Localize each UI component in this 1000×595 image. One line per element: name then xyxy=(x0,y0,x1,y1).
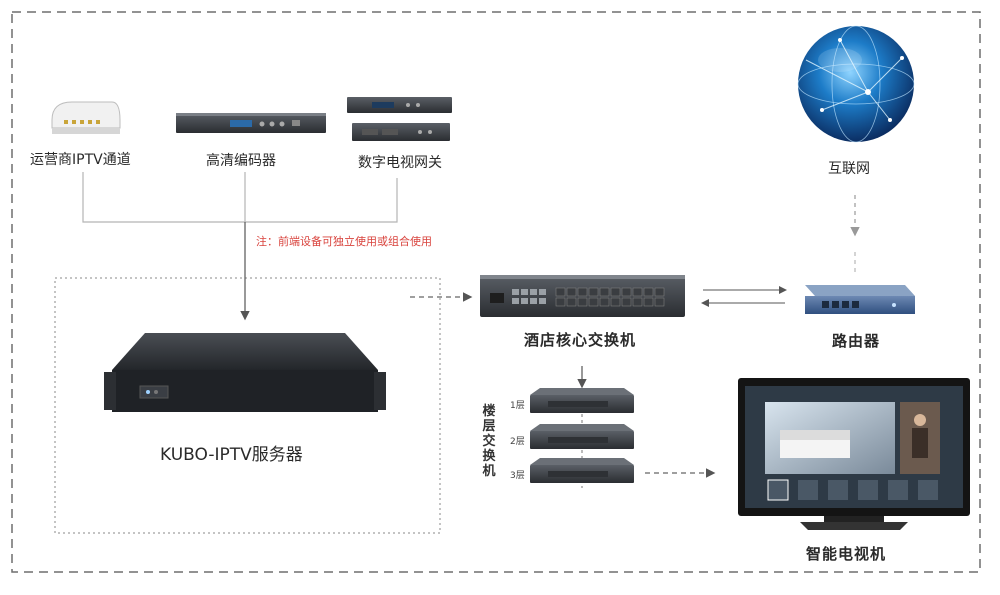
floor-label-3: 3层 xyxy=(510,471,525,481)
label-internet: 互联网 xyxy=(828,161,870,177)
label-digital-tv-gateway: 数字电视网关 xyxy=(358,155,442,171)
frontend-note: 注：前端设备可独立使用或组合使用 xyxy=(256,235,432,248)
internet-globe-icon xyxy=(797,25,915,143)
label-router: 路由器 xyxy=(832,332,881,350)
floor-switch-icon xyxy=(530,388,634,483)
floor-label-1: 1层 xyxy=(510,401,525,411)
core-switch-icon xyxy=(480,275,685,317)
floor-label-2: 2层 xyxy=(510,437,525,447)
kubo-server-icon xyxy=(104,333,386,412)
smart-tv-icon xyxy=(738,378,970,530)
frontend-connectors xyxy=(82,172,398,223)
hd-encoder-icon xyxy=(176,113,326,133)
label-server: KUBO-IPTV服务器 xyxy=(160,445,303,465)
outer-frame xyxy=(11,11,981,573)
digital-tv-gateway-icon xyxy=(347,97,452,141)
label-floor-switch: 楼层交换机 xyxy=(482,404,496,479)
carrier-iptv-modem-icon xyxy=(51,101,121,134)
router-icon xyxy=(805,285,915,314)
label-carrier-iptv: 运营商IPTV通道 xyxy=(30,152,131,168)
label-hd-encoder: 高清编码器 xyxy=(206,153,276,169)
label-smart-tv: 智能电视机 xyxy=(806,545,887,563)
label-core-switch: 酒店核心交换机 xyxy=(524,331,637,349)
